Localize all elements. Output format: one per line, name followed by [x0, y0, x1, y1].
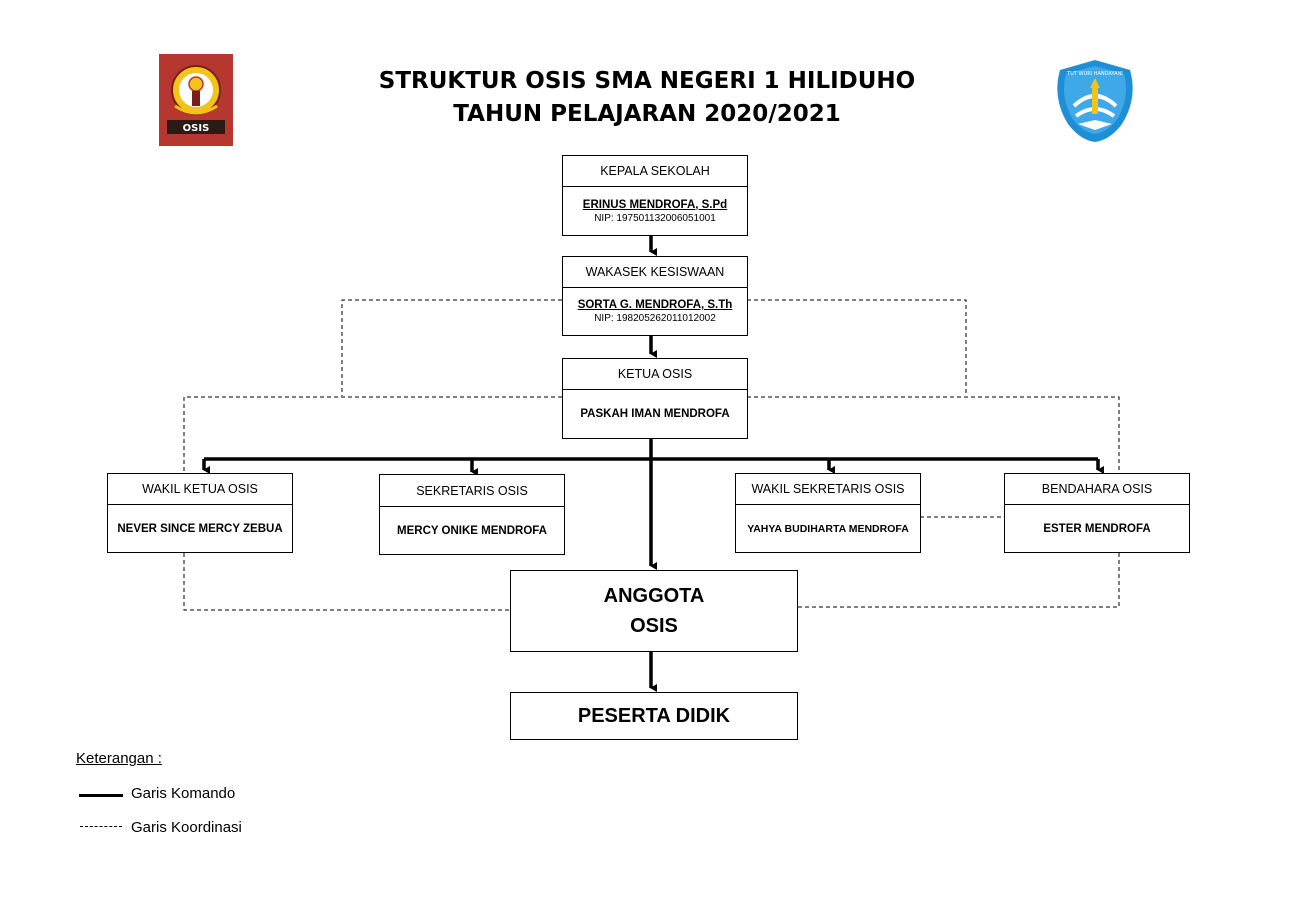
node-role: WAKASEK KESISWAAN: [563, 257, 747, 288]
legend-dashed-line: [80, 826, 122, 827]
legend-koordinasi-label: Garis Koordinasi: [131, 819, 242, 836]
node-role: WAKIL KETUA OSIS: [108, 474, 292, 505]
title-line-2: TAHUN PELAJARAN 2020/2021: [453, 101, 841, 127]
node-kepala-sekolah: KEPALA SEKOLAH ERINUS MENDROFA, S.Pd NIP…: [562, 155, 748, 236]
node-role: KETUA OSIS: [563, 359, 747, 390]
node-name: SORTA G. MENDROFA, S.Th: [577, 299, 733, 311]
node-wakil-ketua-osis: WAKIL KETUA OSIS NEVER SINCE MERCY ZEBUA: [107, 473, 293, 553]
node-name: MERCY ONIKE MENDROFA: [397, 524, 547, 537]
anggota-line-1: ANGGOTA: [603, 585, 705, 607]
node-ketua-osis: KETUA OSIS PASKAH IMAN MENDROFA: [562, 358, 748, 439]
node-wakasek-kesiswaan: WAKASEK KESISWAAN SORTA G. MENDROFA, S.T…: [562, 256, 748, 336]
command-lines: [202, 235, 1104, 692]
node-sekretaris-osis: SEKRETARIS OSIS MERCY ONIKE MENDROFA: [379, 474, 565, 555]
node-nip: NIP: 197501132006051001: [594, 212, 716, 224]
legend-solid-line: [79, 794, 123, 797]
node-name: ESTER MENDROFA: [1043, 522, 1151, 535]
node-role: SEKRETARIS OSIS: [380, 475, 564, 507]
node-role: BENDAHARA OSIS: [1005, 474, 1189, 505]
anggota-line-2: OSIS: [630, 615, 678, 637]
legend-komando-label: Garis Komando: [131, 785, 236, 802]
osis-logo-text: OSIS: [183, 123, 210, 134]
node-name: ERINUS MENDROFA, S.Pd: [582, 198, 728, 211]
node-name: YAHYA BUDIHARTA MENDROFA: [747, 522, 909, 535]
tut-wuri-logo-text: TUT WURI HANDAYANI: [1066, 71, 1123, 77]
node-bendahara-osis: BENDAHARA OSIS ESTER MENDROFA: [1004, 473, 1190, 553]
legend-title: Keterangan :: [76, 750, 162, 767]
node-role: WAKIL SEKRETARIS OSIS: [736, 474, 920, 505]
tut-wuri-handayani-logo: TUT WURI HANDAYANI: [1052, 58, 1138, 144]
node-peserta-didik: PESERTA DIDIK: [510, 692, 798, 740]
peserta-label: PESERTA DIDIK: [577, 705, 731, 727]
node-nip: NIP: 198205262011012002: [594, 313, 716, 324]
node-name: NEVER SINCE MERCY ZEBUA: [117, 522, 283, 535]
title-line-1: STRUKTUR OSIS SMA NEGERI 1 HILIDUHO: [378, 68, 916, 94]
node-anggota-osis: ANGGOTA OSIS: [510, 570, 798, 652]
node-wakil-sekretaris-osis: WAKIL SEKRETARIS OSIS YAHYA BUDIHARTA ME…: [735, 473, 921, 553]
node-role: KEPALA SEKOLAH: [563, 156, 747, 187]
node-name: PASKAH IMAN MENDROFA: [580, 408, 730, 420]
osis-logo: OSIS: [159, 54, 233, 146]
coordination-lines: [183, 299, 1120, 611]
